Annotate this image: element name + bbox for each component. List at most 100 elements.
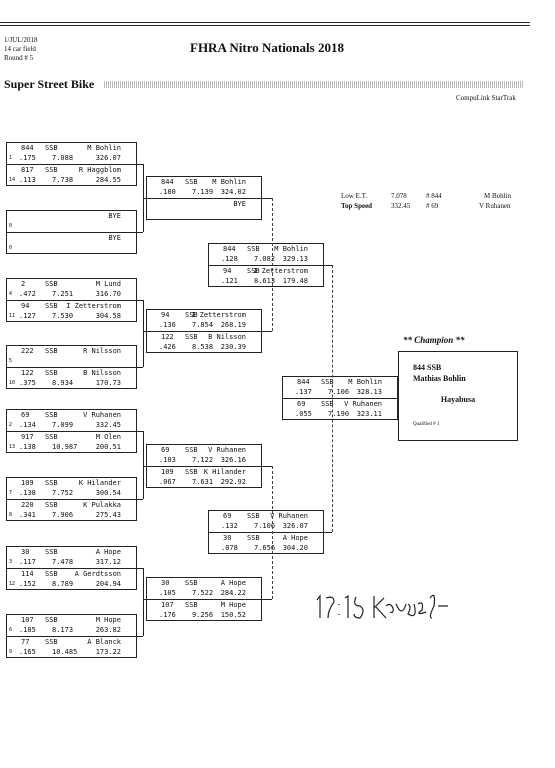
speed-mph: 292.92 [220,478,246,486]
car-number: 30 [21,548,30,556]
entry-separator [147,198,261,199]
seed-number: 14 [9,177,16,183]
reaction-time: .341 [19,511,36,519]
driver-name: K Hilander [203,468,246,476]
car-class: SSB [45,369,58,377]
speed-mph: 200.51 [95,443,121,451]
low-et-car: # 844 [426,192,442,200]
car-class: SSB [185,579,198,587]
reaction-time: .105 [159,589,176,597]
elapsed-time: 8.173 [52,626,74,634]
speed-mph: 323.11 [356,410,382,418]
car-number: 917 [21,433,34,441]
connector-line [137,636,143,637]
connector-line [143,331,146,332]
date-text: 1/JUL/2018 [4,36,38,44]
car-number: 94 [21,302,30,310]
car-number: 94 [223,267,232,275]
speed-mph: 263.82 [95,626,121,634]
connector-line [143,198,146,199]
seed-number: 2 [9,422,13,428]
elapsed-time: 8.789 [52,580,74,588]
page-title: FHRA Nitro Nationals 2018 [190,40,344,55]
reaction-time: .180 [159,188,176,196]
driver-name: K Pulakka [83,501,121,509]
speed-mph: 304.20 [282,544,308,552]
seed-number: 0 [9,245,13,251]
entry-header-row: BYE [7,211,136,222]
car-number: 77 [21,638,30,646]
speed-mph: 284.22 [220,589,246,597]
driver-name: M Bohlin [87,144,121,152]
reaction-time: .426 [159,343,176,351]
reaction-time: .176 [159,611,176,619]
elapsed-time: 7.088 [52,154,74,162]
car-number: 817 [21,166,34,174]
driver-name: A Blanck [87,638,121,646]
car-class: SSB [321,400,334,408]
reaction-time: .127 [19,312,36,320]
entry-separator [7,232,136,233]
car-number: 114 [21,570,34,578]
seed-number: 9 [9,649,13,655]
seed-number: 4 [9,291,13,297]
category-hatch [104,81,524,88]
car-class: SSB [45,411,58,419]
car-number: 122 [21,369,34,377]
champion-bike: Hayabusa [440,395,476,404]
driver-name: M Bohlin [274,245,308,253]
car-class: SSB [185,311,198,319]
reaction-time: .128 [221,255,238,263]
car-class: SSB [45,302,58,310]
elapsed-time: 7.099 [52,421,74,429]
elapsed-time: 10.485 [52,648,78,656]
car-number: 69 [21,411,30,419]
driver-name: R Haggblom [78,166,121,174]
seed-number: 0 [9,223,13,229]
car-number: 30 [223,534,232,542]
champion-qualified: Qualified # 1 [413,422,440,427]
champion-heading: ** Champion ** [403,335,465,345]
elapsed-time: 7.122 [192,456,214,464]
top-rule [0,22,530,23]
connector-line [137,568,143,569]
speed-mph: 284.55 [95,176,121,184]
speed-mph: 300.54 [95,489,121,497]
speed-mph: 170.73 [95,379,121,387]
seed-number: 6 [9,627,13,633]
speed-mph: 326.07 [282,522,308,530]
car-class: SSB [45,616,58,624]
top-rule-2 [0,25,530,26]
elapsed-time: 9.256 [192,611,214,619]
connector-line [143,599,146,600]
car-number: 2 [21,280,26,288]
reaction-time: .152 [19,580,36,588]
reaction-time: .132 [221,522,238,530]
reaction-time: .136 [159,321,176,329]
driver-name: M Bohlin [348,378,382,386]
elapsed-time: 7.631 [192,478,214,486]
